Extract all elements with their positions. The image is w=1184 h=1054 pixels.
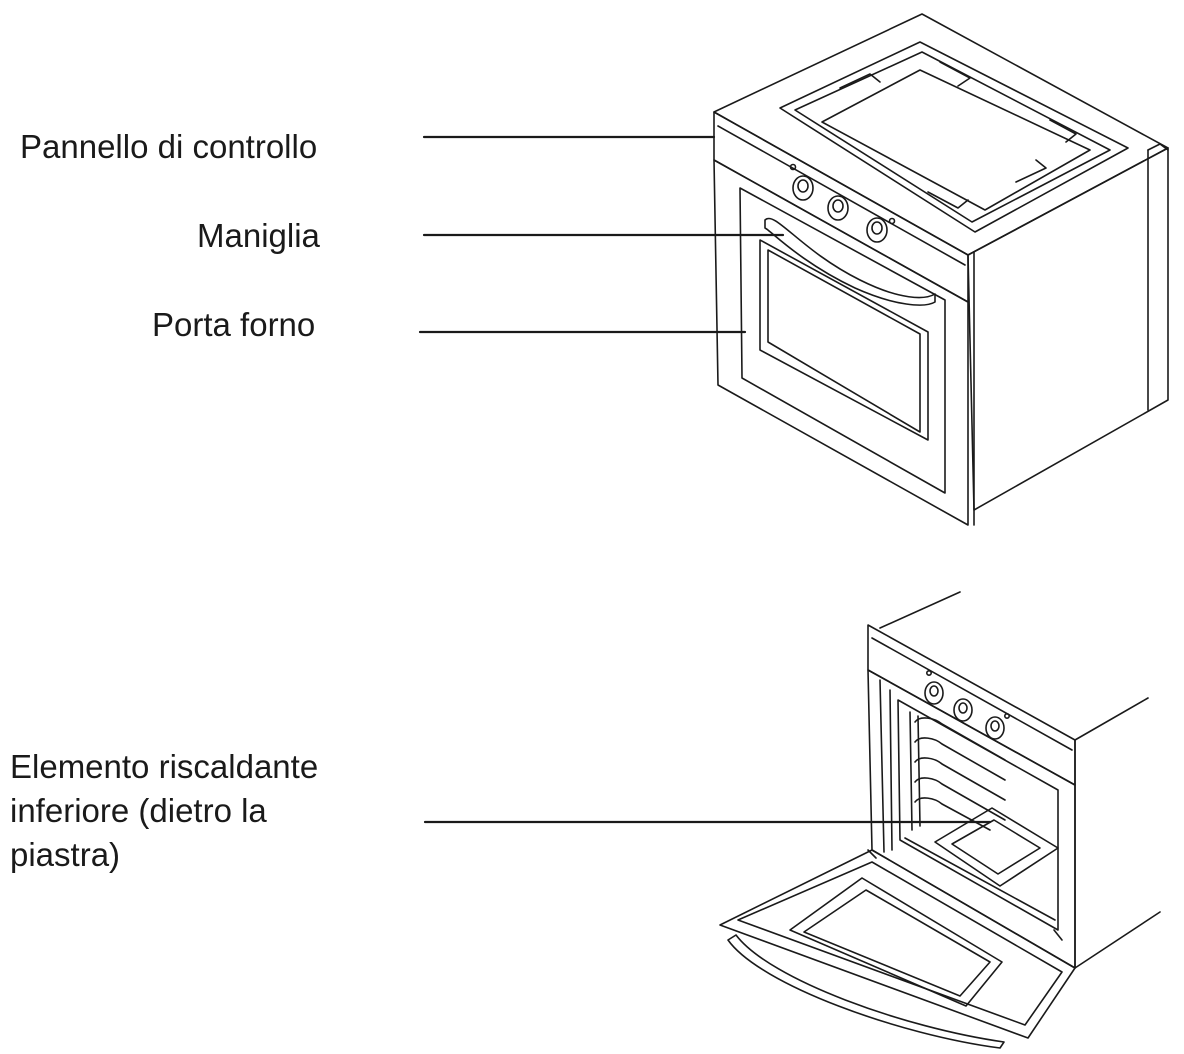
oven-handle xyxy=(765,218,935,305)
oven-open-door-window xyxy=(790,878,1002,1006)
knob-icon xyxy=(991,721,999,731)
knob-icon xyxy=(925,682,943,704)
oven-open-knobs xyxy=(925,671,1009,739)
rack-rail xyxy=(915,778,1005,820)
leader-lines xyxy=(420,137,990,822)
oven-door xyxy=(714,160,968,525)
knob-icon xyxy=(867,218,887,242)
oven-back-lip xyxy=(1148,144,1168,150)
label-oven-door: Porta forno xyxy=(152,306,316,343)
knob-icon xyxy=(828,196,848,220)
oven-open-side-top-line xyxy=(1075,698,1148,740)
oven-open-control-panel-inner xyxy=(872,638,1072,750)
oven-bottom-plate xyxy=(935,808,1058,886)
knob-icon xyxy=(833,200,843,212)
oven-open-door xyxy=(720,850,1075,1038)
rack-rail xyxy=(915,738,1005,780)
label-heating-element-line1: Elemento riscaldante xyxy=(10,748,319,785)
oven-control-panel xyxy=(714,112,968,302)
knob-icon xyxy=(930,686,938,696)
knob-icon xyxy=(954,699,972,721)
indicator-light-icon xyxy=(1005,714,1009,718)
knob-icon xyxy=(798,180,808,192)
oven-top-plate-tab-3 xyxy=(1050,120,1076,142)
oven-open-door-handle xyxy=(728,935,1004,1048)
knob-icon xyxy=(793,176,813,200)
rack-post xyxy=(910,712,912,830)
oven-top-plate xyxy=(822,70,1090,210)
oven-top-frame-inner xyxy=(795,52,1110,222)
oven-door-window-inner xyxy=(768,250,920,432)
indicator-light-icon xyxy=(927,671,931,675)
oven-top-plate-tab-1 xyxy=(840,74,880,88)
oven-closed xyxy=(714,14,1168,525)
oven-open-top-back-line xyxy=(880,592,960,628)
label-control-panel: Pannello di controllo xyxy=(20,128,318,165)
oven-open-door-frame xyxy=(738,862,1062,1025)
oven-cavity-opening xyxy=(898,700,1058,930)
oven-top-plate-tab-5 xyxy=(1016,160,1046,182)
label-heating-element-line3: piastra) xyxy=(10,836,121,873)
oven-open-door-hinge xyxy=(1054,930,1062,940)
oven-top-plate-tab-2 xyxy=(940,62,970,86)
oven-open-door-window-inner xyxy=(804,890,990,996)
oven-open xyxy=(720,592,1160,1048)
oven-knobs xyxy=(791,165,895,243)
oven-cavity-left-edge-1 xyxy=(880,680,884,852)
rack-rail xyxy=(915,718,1005,760)
oven-top-frame xyxy=(780,42,1128,232)
oven-open-side-bottom-line xyxy=(1075,912,1160,968)
rack-rail xyxy=(915,798,990,830)
rack-post xyxy=(918,716,920,826)
oven-rack-supports xyxy=(910,712,1005,830)
indicator-light-icon xyxy=(890,219,895,224)
oven-cavity-left-edge-2 xyxy=(890,690,892,850)
oven-right-side xyxy=(968,148,1168,510)
oven-cavity-floor-line xyxy=(905,838,1055,920)
knob-icon xyxy=(986,717,1004,739)
oven-top-plate-tab-4 xyxy=(928,192,968,208)
indicator-light-icon xyxy=(791,165,796,170)
oven-bottom-plate-inner xyxy=(952,820,1040,874)
label-heating-element: Elemento riscaldante inferiore (dietro l… xyxy=(10,745,318,877)
oven-control-panel-inner xyxy=(718,126,965,265)
oven-door-window xyxy=(760,240,928,440)
oven-door-inner-frame xyxy=(740,188,945,493)
label-handle: Maniglia xyxy=(197,217,320,254)
knob-icon xyxy=(872,222,882,234)
rack-rail xyxy=(915,758,1005,800)
knob-icon xyxy=(959,703,967,713)
label-heating-element-line2: inferiore (dietro la xyxy=(10,792,267,829)
oven-open-door-hinge xyxy=(868,850,876,858)
